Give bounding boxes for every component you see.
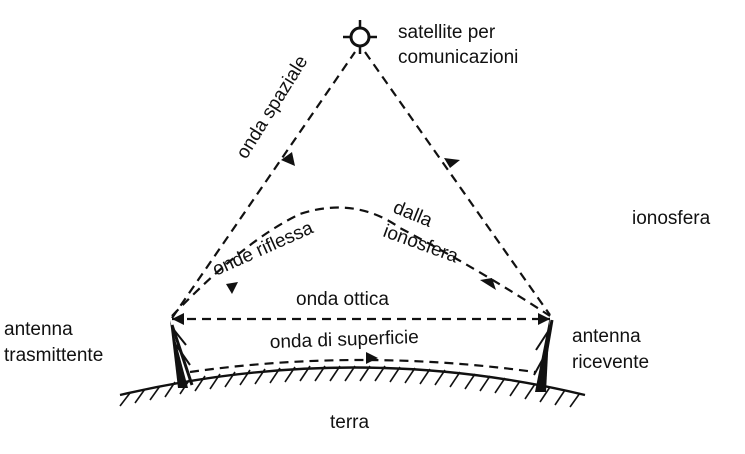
surface-wave-label: onda di superficie: [269, 327, 419, 353]
satellite-label-line1: satellite per: [398, 22, 496, 43]
optical-wave-right-arrow-icon: [538, 313, 550, 325]
sky-wave-path: [171, 206, 551, 317]
space-wave-up-path: [171, 51, 356, 319]
ionosphere-label: ionosfera: [632, 208, 711, 229]
satellite-label-line2: comunicazioni: [398, 47, 518, 68]
space-wave-label: onda spaziale: [232, 52, 312, 163]
reflected-wave-label: onde riflessa: [209, 217, 316, 280]
satellite-icon: [343, 20, 377, 54]
surface-wave-path: [189, 358, 536, 374]
sky-wave-up-arrow-icon: [226, 282, 238, 294]
receiving-antenna-label-line1: antenna: [572, 326, 641, 347]
receiving-antenna-label-line2: ricevente: [572, 352, 649, 373]
transmitting-antenna-label-line1: antenna: [4, 319, 73, 340]
transmitter-tower-icon: [170, 320, 194, 388]
transmitting-antenna-label-line2: trasmittente: [4, 345, 103, 366]
earth-label: terra: [330, 412, 370, 433]
sky-wave-down-arrow-icon: [480, 278, 496, 290]
optical-wave-left-arrow-icon: [172, 313, 184, 325]
space-wave-down-path: [364, 51, 551, 316]
surface-wave-arrow-icon: [366, 352, 378, 364]
optical-wave-label: onda ottica: [296, 289, 389, 310]
space-wave-up-arrow-icon: [281, 152, 295, 166]
earth-ground: [119, 365, 586, 408]
space-wave-down-arrow-icon: [444, 158, 460, 168]
receiver-tower-icon: [533, 316, 554, 392]
